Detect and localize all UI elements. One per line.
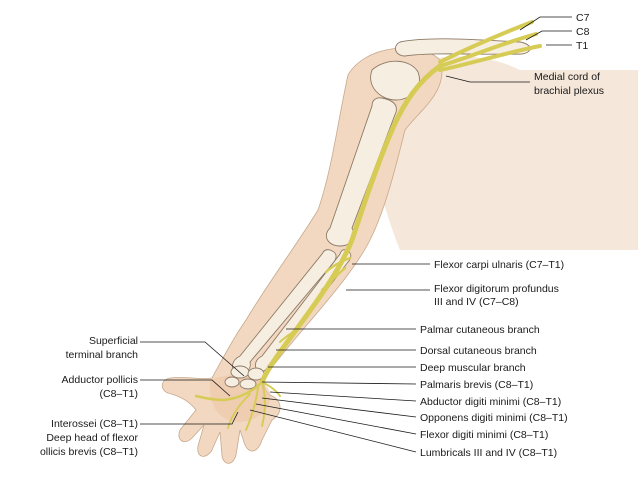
label-superficial-line2: terminal branch [66, 349, 139, 361]
label-fdp-line2: III and IV (C7–C8) [434, 296, 519, 308]
leader-lines [140, 16, 572, 453]
label-opponens-digiti-minimi: Opponens digiti minimi (C8–T1) [420, 412, 568, 424]
label-medial-cord-line1: Medial cord of [534, 71, 600, 83]
label-deep-head-line1: Deep head of flexor [46, 432, 138, 444]
label-flexor-carpi-ulnaris: Flexor carpi ulnaris (C7–T1) [434, 259, 564, 271]
label-palmaris-brevis: Palmaris brevis (C8–T1) [420, 379, 533, 391]
label-fdp-line1: Flexor digitorum profundus [434, 283, 559, 295]
label-deep-muscular: Deep muscular branch [420, 362, 526, 374]
torso-shape [360, 56, 638, 251]
label-superficial-line1: Superficial [89, 335, 138, 347]
label-lumbricals: Lumbricals III and IV (C8–T1) [420, 447, 557, 459]
label-adductor-pollicis-line2: (C8–T1) [99, 388, 138, 400]
label-interossei: Interossei (C8–T1) [51, 418, 138, 430]
ulnar-nerve [194, 20, 542, 431]
label-palmar-cutaneous: Palmar cutaneous branch [420, 324, 540, 336]
label-adductor-pollicis-line1: Adductor pollicis [62, 374, 138, 386]
label-c8: C8 [576, 26, 590, 38]
label-c7: C7 [576, 12, 590, 24]
clavicle-bone [394, 38, 531, 57]
label-abductor-digiti-minimi: Abductor digiti minimi (C8–T1) [420, 396, 561, 408]
humerus-bone [326, 97, 397, 247]
label-medial-cord-line2: brachial plexus [534, 85, 604, 97]
label-flexor-digiti-minimi: Flexor digiti minimi (C8–T1) [420, 429, 548, 441]
label-t1: T1 [576, 40, 588, 52]
label-deep-head-line2: ollicis brevis (C8–T1) [40, 446, 138, 458]
label-dorsal-cutaneous: Dorsal cutaneous branch [420, 345, 537, 357]
